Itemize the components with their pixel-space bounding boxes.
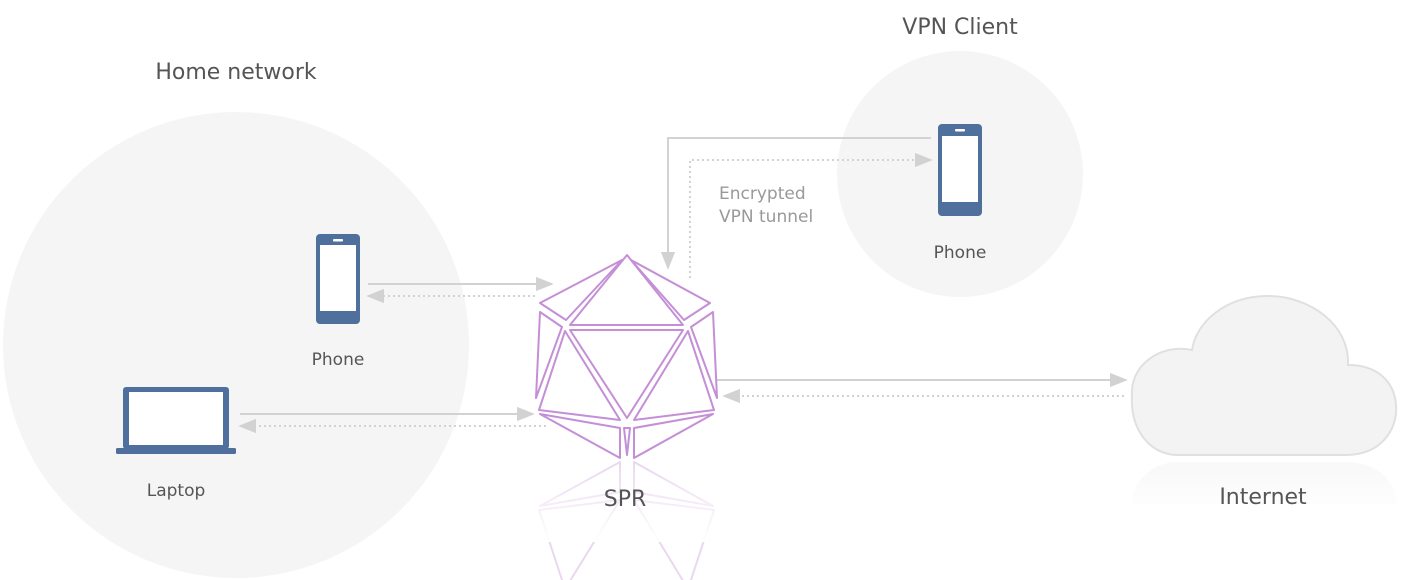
vpn-client-title: VPN Client xyxy=(902,15,1018,40)
vpn-phone-label: Phone xyxy=(934,243,987,263)
spr-label: SPR xyxy=(604,487,647,512)
tunnel-label-line1: Encrypted xyxy=(719,184,806,204)
home-phone-label: Phone xyxy=(312,350,365,370)
internet-label: Internet xyxy=(1219,485,1307,510)
laptop-link xyxy=(238,406,546,434)
cloud-reflection-fade xyxy=(1125,470,1405,515)
laptop-label: Laptop xyxy=(147,481,206,501)
vpn-tunnel-link xyxy=(660,137,933,278)
phone-icon xyxy=(938,124,982,216)
phone-icon xyxy=(316,234,360,324)
home-network-area xyxy=(3,112,469,578)
internet-link xyxy=(716,372,1128,404)
reflection-fade xyxy=(525,462,725,542)
home-network-title: Home network xyxy=(155,60,317,85)
home-phone-link xyxy=(366,276,554,304)
laptop-icon xyxy=(116,387,236,454)
tunnel-label-line2: VPN tunnel xyxy=(719,207,813,227)
